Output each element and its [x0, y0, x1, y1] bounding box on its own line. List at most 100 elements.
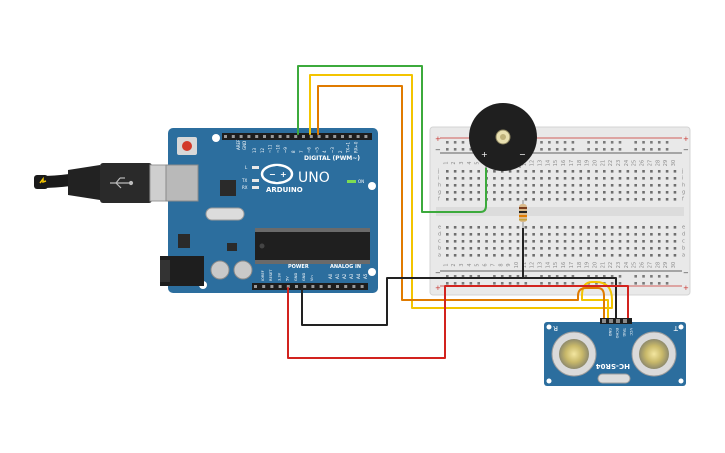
rail-hole[interactable]	[650, 148, 653, 151]
terminal-hole[interactable]	[493, 240, 496, 243]
terminal-hole[interactable]	[477, 240, 480, 243]
rail-hole[interactable]	[610, 282, 614, 285]
header-pin[interactable]	[317, 135, 321, 138]
rail-hole[interactable]	[508, 282, 512, 285]
rail-hole[interactable]	[657, 141, 661, 144]
header-pin[interactable]	[254, 285, 257, 288]
header-pin[interactable]	[263, 135, 266, 138]
rail-hole[interactable]	[516, 282, 520, 285]
terminal-hole[interactable]	[453, 240, 457, 243]
terminal-hole[interactable]	[508, 254, 512, 257]
terminal-hole[interactable]	[493, 170, 496, 173]
header-pin[interactable]	[333, 135, 337, 138]
terminal-hole[interactable]	[532, 247, 535, 250]
terminal-hole[interactable]	[642, 226, 645, 229]
terminal-hole[interactable]	[461, 233, 465, 236]
terminal-hole[interactable]	[493, 184, 496, 187]
terminal-hole[interactable]	[610, 191, 614, 194]
terminal-hole[interactable]	[603, 226, 606, 229]
power-analog-header[interactable]	[252, 283, 368, 290]
terminal-hole[interactable]	[524, 226, 528, 229]
terminal-hole[interactable]	[446, 233, 449, 236]
terminal-hole[interactable]	[461, 226, 465, 229]
terminal-hole[interactable]	[665, 191, 669, 194]
terminal-hole[interactable]	[610, 233, 614, 236]
rail-hole[interactable]	[469, 275, 473, 278]
header-pin[interactable]	[278, 285, 282, 288]
terminal-hole[interactable]	[563, 177, 567, 180]
terminal-hole[interactable]	[508, 170, 512, 173]
terminal-hole[interactable]	[493, 254, 496, 257]
terminal-hole[interactable]	[508, 226, 512, 229]
terminal-hole[interactable]	[508, 198, 512, 201]
rail-hole[interactable]	[595, 148, 598, 151]
header-pin[interactable]	[344, 285, 348, 288]
terminal-hole[interactable]	[485, 240, 488, 243]
terminal-hole[interactable]	[469, 254, 473, 257]
terminal-hole[interactable]	[610, 198, 614, 201]
terminal-hole[interactable]	[587, 240, 590, 243]
terminal-hole[interactable]	[650, 191, 653, 194]
header-pin[interactable]	[303, 285, 307, 288]
terminal-hole[interactable]	[650, 184, 653, 187]
terminal-hole[interactable]	[461, 240, 465, 243]
terminal-hole[interactable]	[610, 184, 614, 187]
wire-red[interactable]	[287, 285, 629, 359]
terminal-hole[interactable]	[579, 198, 583, 201]
terminal-hole[interactable]	[548, 191, 551, 194]
rail-hole[interactable]	[610, 275, 614, 278]
terminal-hole[interactable]	[532, 184, 535, 187]
rail-hole[interactable]	[657, 148, 661, 151]
terminal-hole[interactable]	[485, 226, 488, 229]
terminal-hole[interactable]	[587, 233, 590, 236]
header-pin[interactable]	[356, 135, 360, 138]
terminal-hole[interactable]	[493, 247, 496, 250]
rail-hole[interactable]	[524, 275, 528, 278]
terminal-hole[interactable]	[540, 247, 543, 250]
terminal-hole[interactable]	[500, 198, 504, 201]
rail-hole[interactable]	[508, 275, 512, 278]
terminal-hole[interactable]	[563, 247, 567, 250]
header-pin[interactable]	[270, 135, 274, 138]
terminal-hole[interactable]	[665, 184, 669, 187]
rail-hole[interactable]	[453, 275, 457, 278]
rail-hole[interactable]	[650, 282, 653, 285]
terminal-hole[interactable]	[524, 191, 528, 194]
terminal-hole[interactable]	[587, 226, 590, 229]
terminal-hole[interactable]	[595, 247, 598, 250]
terminal-hole[interactable]	[642, 240, 645, 243]
rail-hole[interactable]	[595, 275, 598, 278]
terminal-hole[interactable]	[603, 233, 606, 236]
header-pin[interactable]	[286, 285, 290, 288]
terminal-hole[interactable]	[579, 191, 583, 194]
terminal-hole[interactable]	[642, 177, 645, 180]
terminal-hole[interactable]	[508, 247, 512, 250]
terminal-hole[interactable]	[642, 233, 645, 236]
terminal-hole[interactable]	[516, 170, 520, 173]
terminal-hole[interactable]	[500, 177, 504, 180]
wire-black[interactable]	[301, 277, 617, 326]
terminal-hole[interactable]	[603, 184, 606, 187]
terminal-hole[interactable]	[524, 233, 528, 236]
terminal-hole[interactable]	[665, 177, 669, 180]
terminal-hole[interactable]	[477, 247, 480, 250]
terminal-hole[interactable]	[555, 226, 559, 229]
terminal-hole[interactable]	[493, 226, 496, 229]
terminal-hole[interactable]	[555, 240, 559, 243]
terminal-hole[interactable]	[595, 184, 598, 187]
terminal-hole[interactable]	[673, 247, 677, 250]
rail-hole[interactable]	[446, 148, 449, 151]
header-pin[interactable]	[341, 135, 344, 138]
terminal-hole[interactable]	[469, 240, 473, 243]
terminal-hole[interactable]	[540, 170, 543, 173]
rail-hole[interactable]	[610, 148, 614, 151]
header-pin[interactable]	[239, 135, 243, 138]
terminal-hole[interactable]	[595, 170, 598, 173]
rail-hole[interactable]	[603, 141, 606, 144]
terminal-hole[interactable]	[595, 254, 598, 257]
terminal-hole[interactable]	[453, 226, 457, 229]
header-pin[interactable]	[309, 135, 313, 138]
terminal-hole[interactable]	[493, 198, 496, 201]
terminal-hole[interactable]	[665, 247, 669, 250]
